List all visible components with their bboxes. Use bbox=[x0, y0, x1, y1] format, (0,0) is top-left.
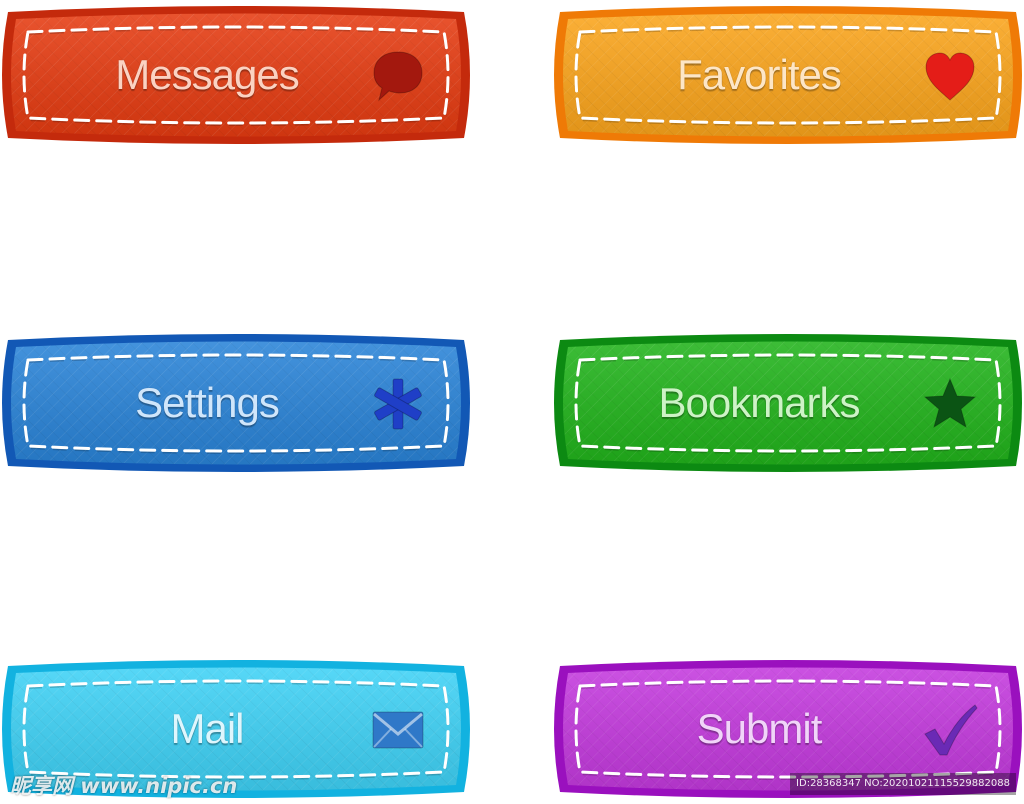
bookmarks-button[interactable]: Bookmarks bbox=[554, 330, 1022, 476]
button-background bbox=[554, 334, 1022, 472]
button-label: Favorites bbox=[677, 51, 842, 98]
speech-bubble-icon bbox=[370, 48, 426, 104]
button-background bbox=[2, 6, 470, 144]
mail-button[interactable]: Mail bbox=[2, 656, 470, 802]
button-label: Mail bbox=[170, 705, 244, 752]
settings-button[interactable]: Settings bbox=[2, 330, 470, 476]
submit-button[interactable]: Submit bbox=[554, 656, 1022, 802]
button-background bbox=[2, 334, 470, 472]
button-label: Messages bbox=[115, 51, 299, 98]
watermark-text: 昵享网 www.nipic.cn bbox=[10, 774, 238, 798]
favorites-button[interactable]: Favorites bbox=[554, 2, 1022, 148]
button-label: Submit bbox=[696, 705, 823, 752]
button-label: Bookmarks bbox=[658, 379, 860, 426]
envelope-icon bbox=[370, 702, 426, 758]
button-background bbox=[2, 660, 470, 798]
heart-icon bbox=[922, 48, 978, 104]
button-background bbox=[554, 6, 1022, 144]
messages-button[interactable]: Messages bbox=[2, 2, 470, 148]
image-id-label: ID:28368347 NO:20201021115529882088 bbox=[790, 773, 1016, 795]
button-label: Settings bbox=[135, 379, 280, 426]
checkmark-icon bbox=[922, 702, 978, 758]
asterisk-icon bbox=[370, 376, 426, 432]
star-icon bbox=[922, 376, 978, 432]
button-background bbox=[554, 660, 1022, 798]
